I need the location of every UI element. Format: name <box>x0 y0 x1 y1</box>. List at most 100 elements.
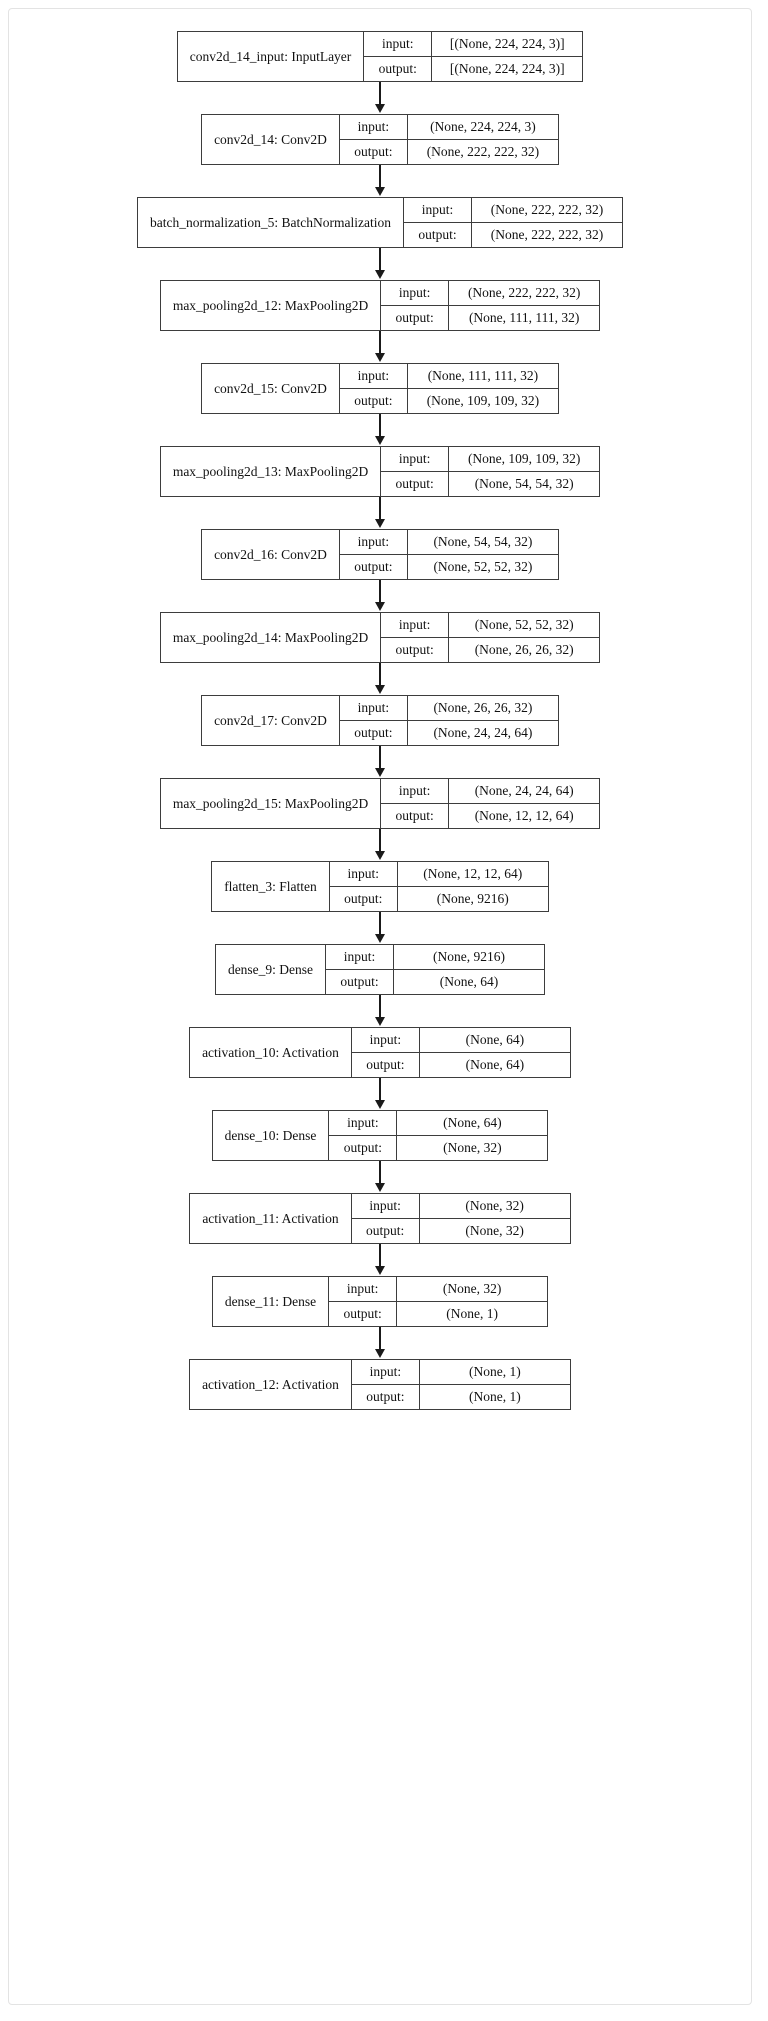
edge-line <box>379 82 381 106</box>
layer-output-shape: (None, 109, 109, 32) <box>426 393 540 408</box>
edge-arrow <box>373 82 387 114</box>
layer-output-row: output:(None, 222, 222, 32) <box>340 140 558 164</box>
edge-arrow <box>373 1078 387 1110</box>
layer-input-shape: (None, 26, 26, 32) <box>433 700 533 715</box>
layer-input-shape: (None, 32) <box>465 1198 524 1213</box>
layer-input-shape: (None, 64) <box>443 1115 502 1130</box>
arrowhead-icon <box>375 519 385 528</box>
layer-output-label: output: <box>329 1302 398 1326</box>
layer-input-row: input: (None, 26, 26, 32) <box>339 696 558 721</box>
edge-line <box>379 1327 381 1351</box>
layer-input-shape: (None, 32) <box>442 1281 502 1296</box>
layer-input-label: input: <box>381 613 450 637</box>
arrowhead-icon <box>375 104 385 113</box>
layer-output-label: output: <box>404 223 473 247</box>
edge-arrow <box>373 414 387 446</box>
layer-input-label: input: <box>340 115 408 139</box>
layer-input-row: input:(None, 111, 111, 32) <box>339 364 558 389</box>
layer-output-label: output: <box>352 1053 420 1077</box>
layer-output-label: output: <box>329 1136 398 1160</box>
layer-output-label: output: <box>340 721 408 745</box>
layer-input-label: input: <box>326 945 395 969</box>
layer-output-shape: (None, 64) <box>465 1057 525 1072</box>
layer-io-table: input: (None, 26, 26, 32) output: (None, 24… <box>339 696 558 745</box>
edge-line <box>379 995 381 1019</box>
layer-name: dense_9: Dense <box>216 945 327 994</box>
layer-name: dense_11: Dense <box>213 1277 330 1326</box>
arrowhead-icon <box>375 1349 385 1358</box>
layer-input-label: input: <box>340 696 408 720</box>
edge-arrow <box>373 331 387 363</box>
layer-input-label: input: <box>329 1277 398 1301</box>
edge-line <box>379 1078 381 1102</box>
edge-line <box>379 248 381 272</box>
layer-input-row: input:[(None, 224, 224, 3)] <box>364 32 583 57</box>
layer-output-shape: (None, 222, 222, 32) <box>490 227 604 242</box>
edge-line <box>379 1161 381 1185</box>
layer-name: conv2d_14_input: InputLayer <box>178 32 365 81</box>
edge-line <box>379 580 381 604</box>
layer-output-row: output: (None, 1) <box>352 1385 570 1409</box>
layer-name: batch_normalization_5: BatchNormalizatio… <box>138 198 405 247</box>
layer-name: conv2d_17: Conv2D <box>202 696 340 745</box>
layer-io-table: input:(None, 52, 52, 32)output:(None, 26… <box>381 613 600 662</box>
layer-input-label: input: <box>381 281 450 305</box>
layer-input-row: input:(None, 1) <box>351 1360 570 1385</box>
layer-output-label: output: <box>352 1385 420 1409</box>
layer-name: flatten_3: Flatten <box>212 862 330 911</box>
layer-io-table: input:(None, 222, 222, 32)output:(None, … <box>381 281 600 330</box>
edge-arrow <box>373 746 387 778</box>
layer-io-table: input:(None, 224, 224, 3)output:(None, 2… <box>339 115 558 164</box>
layer-output-shape: (None, 1) <box>469 1389 521 1404</box>
layer-output-shape: (None, 26, 26, 32) <box>474 642 574 657</box>
layer-io-table: input:(None, 9216)output:(None, 64) <box>326 945 545 994</box>
layer-io-table: input:[(None, 224, 224, 3)]output:[(None… <box>364 32 583 81</box>
arrowhead-icon <box>375 768 385 777</box>
arrowhead-icon <box>375 353 385 362</box>
layer-output-shape: (None, 9216) <box>436 891 509 906</box>
layer-output-label: output: <box>340 389 408 413</box>
layer-input-shape: (None, 222, 222, 32) <box>467 285 581 300</box>
edge-arrow <box>373 663 387 695</box>
layer-input-shape: (None, 24, 24, 64) <box>474 783 574 798</box>
edge-line <box>379 414 381 438</box>
arrowhead-icon <box>375 685 385 694</box>
layer-io-table: input:(None, 64)output:(None, 64) <box>351 1028 570 1077</box>
layer-output-row: output:[(None, 224, 224, 3)] <box>364 57 582 81</box>
edge-arrow <box>373 1327 387 1359</box>
layer-name: conv2d_16: Conv2D <box>202 530 340 579</box>
layer-output-shape: (None, 32) <box>443 1140 502 1155</box>
arrowhead-icon <box>375 1017 385 1026</box>
layer-name: activation_12: Activation <box>190 1360 352 1409</box>
edge-arrow <box>373 1244 387 1276</box>
layer-input-shape: (None, 12, 12, 64) <box>423 866 523 881</box>
layer-output-row: output:(None, 12, 12, 64) <box>381 804 599 828</box>
layer-input-shape: (None, 109, 109, 32) <box>467 451 581 466</box>
layer-input-label: input: <box>381 447 450 471</box>
edge-arrow <box>373 497 387 529</box>
layer-output-row: output:(None, 26, 26, 32) <box>381 638 599 662</box>
layer-output-row: output:(None, 52, 52, 32) <box>340 555 558 579</box>
layer-io-table: input:(None, 1)output: (None, 1) <box>351 1360 570 1409</box>
layer-output-label: output: <box>381 306 450 330</box>
layer-output-label: output: <box>340 555 408 579</box>
layer-name: activation_10: Activation <box>190 1028 352 1077</box>
layer-input-row: input: (None, 32) <box>329 1277 548 1302</box>
layer-output-label: output: <box>340 140 408 164</box>
layer-input-row: input:(None, 24, 24, 64) <box>381 779 600 804</box>
layer-io-table: input:(None, 222, 222, 32)output:(None, … <box>404 198 623 247</box>
layer-output-label: output: <box>364 57 433 81</box>
layer-output-shape: (None, 24, 24, 64) <box>433 725 533 740</box>
layer-input-label: input: <box>340 364 408 388</box>
layer-input-shape: (None, 54, 54, 32) <box>433 534 533 549</box>
layer-output-row: output:(None, 54, 54, 32) <box>381 472 599 496</box>
